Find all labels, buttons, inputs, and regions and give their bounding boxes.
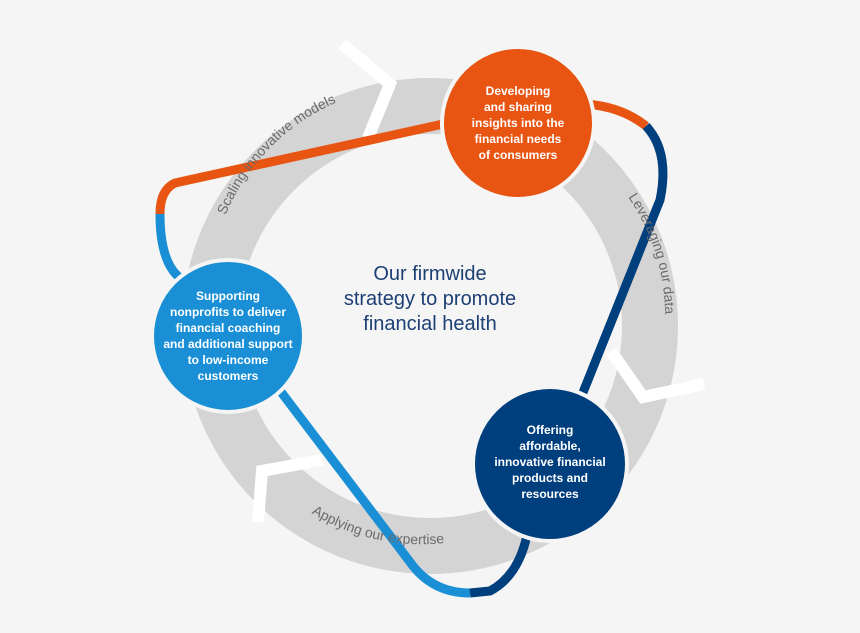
node-text-line: and sharing xyxy=(483,100,552,114)
flow-arrow-right xyxy=(606,347,706,404)
dark-blue-connector xyxy=(469,122,668,598)
flow-arrow-top xyxy=(338,39,398,141)
flow-arrow-bottom xyxy=(252,454,324,523)
node-text-line: to low-income xyxy=(187,353,269,367)
center-title-line-3: financial health xyxy=(363,313,497,335)
light-blue-connector xyxy=(155,213,471,598)
center-title: Our firmwide strategy to promote financi… xyxy=(300,262,560,337)
node-text-line: nonprofits to deliver xyxy=(169,305,286,319)
center-title-line-1: Our firmwide xyxy=(373,263,487,285)
node-circle-offering xyxy=(471,385,629,543)
node-text-line: Offering xyxy=(526,423,574,437)
node-text-line: resources xyxy=(521,487,579,501)
node-text-line: innovative financial xyxy=(494,455,606,469)
node-text-supporting: Supporting nonprofits to deliver financi… xyxy=(153,288,303,384)
node-text-line: affordable, xyxy=(519,439,581,453)
node-circle-developing xyxy=(440,45,596,201)
node-text-line: of consumers xyxy=(478,148,558,162)
node-text-offering: Offering affordable, innovative financia… xyxy=(478,422,622,502)
node-text-line: financial coaching xyxy=(175,321,281,335)
node-text-line: Developing xyxy=(485,84,551,98)
node-circle-supporting xyxy=(150,258,306,414)
node-text-line: financial needs xyxy=(474,132,562,146)
node-text-line: and additional support xyxy=(163,337,293,351)
node-text-line: insights into the xyxy=(471,116,565,130)
node-text-line: Supporting xyxy=(196,289,260,303)
node-text-line: products and xyxy=(511,471,588,485)
node-text-line: customers xyxy=(197,369,259,383)
node-text-developing: Developing and sharing insights into the… xyxy=(448,83,588,163)
center-title-line-2: strategy to promote xyxy=(343,288,517,310)
